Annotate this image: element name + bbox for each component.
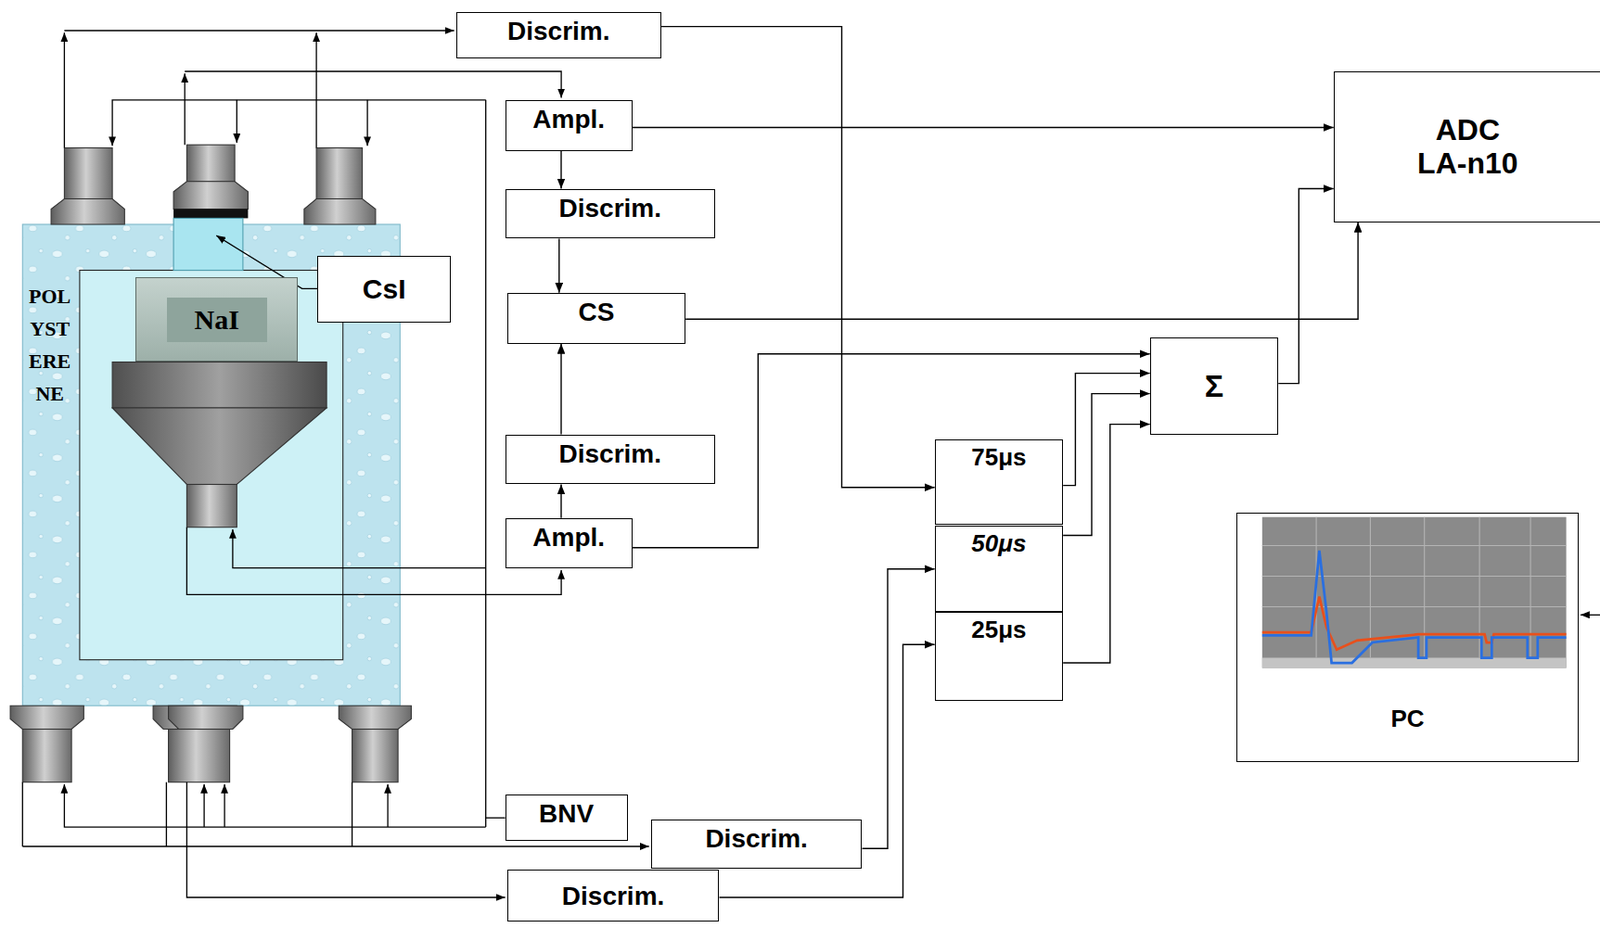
signal-connector: [1062, 394, 1151, 537]
summing-box: Σ: [1150, 337, 1280, 436]
csi-crystal-shape: [173, 209, 248, 271]
signal-wire: [1580, 614, 1600, 616]
signal-wire: [64, 784, 486, 828]
box-label: PC: [1390, 705, 1424, 734]
light-guide-cone: [112, 408, 327, 486]
photomultiplier-tube: [22, 729, 72, 783]
photomultiplier-tube: [316, 148, 363, 200]
oscilloscope-screen: [1262, 546, 1567, 608]
discriminator-box: Discrim.: [507, 870, 720, 922]
photomultiplier-tube: [338, 705, 411, 730]
photomultiplier-tube: [304, 199, 376, 226]
adc-box: ADC LA-n10: [1333, 71, 1600, 223]
delay-gate-box: 50μs: [934, 525, 1064, 614]
box-label: 50μs: [971, 530, 1026, 559]
signal-connector: [560, 151, 562, 190]
signal-wire: [186, 782, 505, 898]
discriminator-box: Discrim.: [456, 12, 662, 59]
oscilloscope-screen: [1262, 517, 1567, 669]
light-guide-cone: [112, 362, 327, 410]
photomultiplier-tube: [168, 729, 231, 783]
signal-connector: [632, 127, 1334, 128]
box-label: Ampl.: [532, 523, 605, 553]
oscilloscope-screen: [1262, 550, 1567, 664]
signal-wire: [203, 784, 205, 828]
csi-crystal-shape: [173, 209, 248, 219]
csi-crystal-shape: [173, 217, 244, 270]
signal-wire: [64, 32, 65, 148]
signal-wire: [22, 30, 1600, 898]
photomultiplier-tube: [168, 705, 244, 730]
oscilloscope-screen: [1262, 517, 1567, 669]
box-label: Σ: [1204, 368, 1224, 405]
box-label: Discrim.: [562, 882, 666, 912]
signal-wire: [485, 100, 487, 828]
signal-wire: [386, 784, 388, 828]
box-label: CsI: [362, 273, 407, 307]
photomultiplier-tube: [186, 144, 235, 182]
discriminator-box: Discrim.: [651, 819, 863, 870]
csi-callout-box: CsI: [317, 256, 451, 323]
box-label: Ampl.: [532, 104, 605, 135]
box-label: POL YST ERE NE: [24, 280, 76, 410]
coincidence-box: CS: [507, 293, 687, 345]
oscilloscope-screen: [1262, 658, 1567, 669]
signal-connector: [1278, 189, 1333, 384]
delay-gate-box: 25μs: [934, 612, 1064, 702]
signal-wire: [486, 818, 506, 820]
box-label: CS: [577, 297, 615, 328]
box-label: Discrim.: [559, 193, 663, 224]
signal-wire: [184, 73, 186, 145]
nai-crystal: NaI: [135, 277, 298, 362]
signal-connector: [560, 484, 562, 518]
signal-wire: [22, 782, 24, 847]
signal-connector: [1062, 373, 1151, 487]
photomultiplier-tube: [10, 705, 84, 730]
box-label: 25μs: [971, 616, 1026, 645]
box-label: Discrim.: [559, 439, 663, 470]
discriminator-box: Discrim.: [505, 435, 717, 486]
signal-wire: [64, 29, 454, 31]
photomultiplier-tube: [64, 148, 113, 200]
signal-wire: [366, 100, 368, 147]
signal-connector: [661, 26, 935, 488]
box-label: BNV: [538, 799, 594, 830]
signal-connector: [560, 344, 562, 436]
box-label: 75μs: [971, 444, 1026, 473]
photomultiplier-tube: [173, 181, 248, 210]
box-label: ADC LA-n10: [1414, 113, 1522, 182]
photomultiplier-tube: [51, 199, 125, 226]
photomultiplier-tube: [10, 144, 411, 783]
box-label: Discrim.: [704, 824, 808, 855]
signal-wire: [112, 100, 487, 147]
signal-connector: [558, 238, 560, 293]
hv-supply-box: BNV: [505, 794, 628, 843]
polystyrene-housing-shape: [79, 270, 344, 661]
photomultiplier-tube: [352, 729, 399, 783]
signal-connector: [685, 222, 1358, 320]
light-guide-cone: [112, 362, 327, 528]
box-label: Discrim.: [507, 16, 611, 47]
amplifier-box: Ampl.: [505, 518, 634, 569]
delay-gate-box: 75μs: [934, 439, 1064, 525]
signal-wire: [236, 100, 238, 143]
signal-connector: [861, 569, 935, 849]
signal-connector: [1062, 424, 1151, 664]
signal-wire: [223, 784, 225, 828]
signal-wire: [232, 529, 487, 569]
light-guide-cone: [186, 485, 237, 528]
signal-wire: [351, 782, 353, 847]
signal-wire: [184, 71, 562, 99]
amplifier-box: Ampl.: [505, 100, 634, 152]
signal-wire: [315, 32, 317, 148]
oscilloscope-screen: [1262, 597, 1567, 651]
pc-box: PC: [1236, 512, 1579, 762]
discriminator-box: Discrim.: [505, 189, 717, 240]
box-label: NaI: [166, 297, 268, 343]
signal-wire: [22, 845, 649, 847]
signal-wire: [166, 782, 167, 847]
